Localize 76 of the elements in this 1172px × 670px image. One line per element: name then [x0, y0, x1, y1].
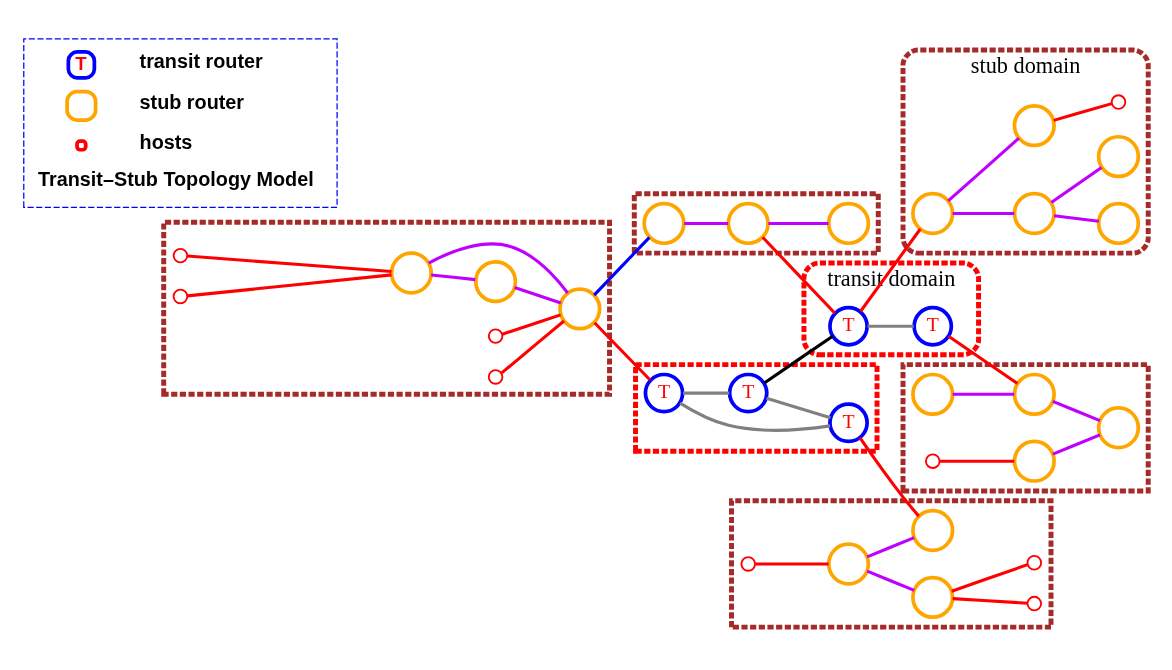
- connector: [858, 436, 920, 517]
- connector: [593, 321, 652, 381]
- node-circle: [1026, 595, 1043, 611]
- connector: [763, 334, 834, 384]
- node-circle: [740, 555, 756, 572]
- connector: [768, 221, 829, 225]
- connector: [1052, 399, 1101, 422]
- connector: [500, 319, 565, 374]
- node-circle: [1096, 134, 1141, 178]
- node-circle: [1110, 93, 1127, 110]
- cluster: [633, 361, 880, 454]
- connector: [187, 254, 392, 273]
- connector: [766, 396, 831, 419]
- connector: [866, 535, 915, 558]
- node-circle: T: [727, 372, 769, 414]
- node-circle: [1026, 554, 1043, 570]
- node-circle: [726, 201, 770, 245]
- connector: [428, 241, 569, 294]
- connector: [952, 596, 1028, 605]
- connector: [761, 235, 837, 314]
- node-circle: [826, 541, 871, 586]
- connector: [1053, 213, 1099, 223]
- node-circle: [911, 372, 955, 416]
- connector: [947, 334, 1019, 385]
- connector: [939, 459, 1015, 463]
- node-circle: [1096, 405, 1141, 449]
- node-circle: [925, 452, 941, 469]
- connector: [514, 285, 562, 304]
- node-circle: [911, 191, 955, 235]
- label: Transit–Stub Topology Model: [38, 167, 314, 190]
- node-circle: [1012, 103, 1056, 147]
- node-circle: [911, 508, 955, 552]
- node-circle: [487, 368, 504, 385]
- connector: [593, 235, 651, 296]
- node-circle: [1012, 372, 1056, 416]
- node-circle: [172, 288, 189, 304]
- cluster: [631, 190, 881, 256]
- node-circle: [473, 259, 518, 303]
- node-circle: [1012, 439, 1056, 483]
- legend-label: stub router: [139, 90, 245, 113]
- node-circle: [172, 247, 189, 263]
- node-circle: T: [643, 372, 685, 414]
- node-circle: T: [912, 305, 954, 347]
- label: T: [75, 52, 87, 74]
- node-circle: [389, 250, 434, 295]
- cluster: [900, 361, 1151, 493]
- connector: [952, 392, 1015, 396]
- connector: [501, 312, 562, 336]
- node-circle: [826, 201, 871, 245]
- connector: [431, 272, 476, 281]
- node-circle: [558, 286, 602, 331]
- connector: [1050, 165, 1103, 204]
- node-circle: [642, 201, 686, 245]
- connector: [951, 562, 1029, 593]
- cluster: stub domain: [900, 47, 1151, 256]
- node-circle: [1012, 191, 1056, 235]
- cluster: [729, 497, 1054, 630]
- connector: [684, 221, 729, 225]
- node-circle: [1096, 201, 1141, 245]
- node-circle: [911, 575, 955, 619]
- connector: [679, 401, 831, 432]
- connector: [1052, 432, 1101, 456]
- connector: [867, 324, 914, 328]
- node-circle: [487, 327, 504, 344]
- connector: [947, 136, 1020, 202]
- node-circle: T: [828, 401, 869, 443]
- connector: [859, 227, 922, 312]
- cluster: [161, 219, 612, 397]
- connector: [683, 391, 730, 395]
- connector: [755, 561, 829, 566]
- legend-label: transit router: [139, 49, 263, 72]
- node-circle: T: [828, 305, 869, 347]
- connector: [866, 569, 915, 592]
- connector: [952, 211, 1015, 215]
- legend-label: hosts: [139, 130, 193, 153]
- connector: [1053, 101, 1113, 122]
